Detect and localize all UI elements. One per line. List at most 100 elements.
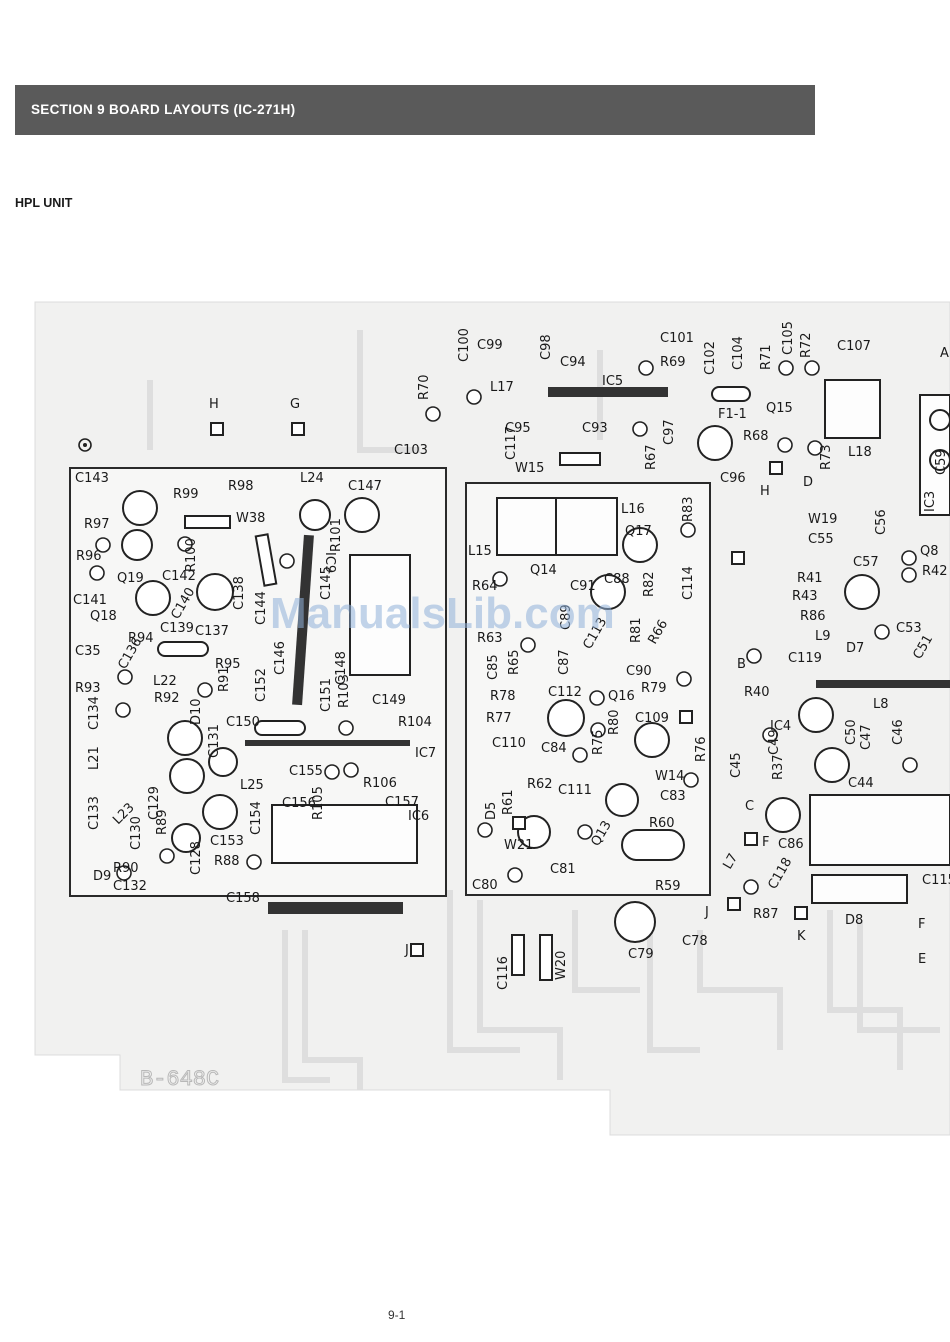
component-label: R92 — [154, 691, 180, 706]
component-label: C141 — [73, 593, 107, 608]
component-label: R88 — [214, 854, 240, 869]
watermark: ManualsLib.com — [270, 589, 615, 638]
section-header-bar: SECTION 9 BOARD LAYOUTS (IC-271H) — [15, 85, 815, 135]
component-label: C46 — [891, 719, 906, 745]
component-label: C90 — [626, 664, 652, 679]
component-label: L7 — [720, 851, 741, 872]
component-label: C152 — [254, 668, 269, 702]
component-label: C35 — [75, 644, 101, 659]
component-label: C150 — [226, 715, 260, 730]
component-label: R97 — [84, 517, 110, 532]
component-label: R98 — [228, 479, 254, 494]
component-label: R90 — [113, 861, 139, 876]
component-label: R42 — [922, 564, 948, 579]
component-label: C110 — [492, 736, 526, 751]
component-label: C79 — [628, 947, 654, 962]
component-label: C111 — [558, 783, 592, 798]
component-label: R70 — [417, 374, 432, 400]
component-label: C45 — [729, 752, 744, 778]
component-label: IC4 — [770, 719, 791, 734]
component-label: R86 — [800, 609, 826, 624]
component-label: C105 — [781, 321, 796, 355]
component-label: R91 — [217, 666, 232, 692]
component-label: C55 — [808, 532, 834, 547]
component-label: C151 — [319, 678, 334, 712]
component-label: R59 — [655, 879, 681, 894]
component-label: Q19 — [117, 571, 144, 586]
test-point-label: D — [803, 475, 813, 490]
component-label: L24 — [300, 471, 324, 486]
test-point-label: H — [760, 484, 770, 499]
component-label: C155 — [289, 764, 323, 779]
component-label: C117 — [504, 426, 519, 460]
test-point-label: H — [209, 397, 219, 412]
component-label: D10 — [189, 698, 204, 725]
test-point-markers — [210, 422, 808, 957]
component-label: C95 — [505, 421, 531, 436]
component-label: C44 — [848, 776, 874, 791]
component-label: R104 — [398, 715, 432, 730]
component-label: R73 — [819, 444, 834, 470]
component-label: Q18 — [90, 609, 117, 624]
component-label: C56 — [874, 509, 889, 535]
component-label: C146 — [273, 641, 288, 675]
component-label: R103 — [337, 674, 352, 708]
component-label: C137 — [195, 624, 229, 639]
component-label: C134 — [87, 696, 102, 730]
component-label: W38 — [236, 511, 265, 526]
component-label: C99 — [477, 338, 503, 353]
component-label: R76 — [694, 736, 709, 762]
component-label: C81 — [550, 862, 576, 877]
component-label: C96 — [720, 471, 746, 486]
component-label: C104 — [731, 336, 746, 370]
component-label: C98 — [539, 334, 554, 360]
component-label: C132 — [113, 879, 147, 894]
component-label: R64 — [472, 579, 498, 594]
component-label: C157 — [385, 795, 419, 810]
component-label: C85 — [486, 654, 501, 680]
resistors — [157, 386, 751, 981]
component-label: R40 — [744, 685, 770, 700]
component-label: C153 — [210, 834, 244, 849]
test-point-label: A — [940, 346, 949, 361]
test-point-label: C — [745, 799, 754, 814]
component-label: C147 — [348, 479, 382, 494]
solder-pads — [89, 360, 918, 895]
component-label: C143 — [75, 471, 109, 486]
component-label: C49 — [767, 729, 782, 755]
test-point-label: J — [404, 943, 409, 958]
component-label: C53 — [896, 621, 922, 636]
component-label: C59 — [934, 449, 949, 475]
component-label: D8 — [845, 913, 863, 928]
component-label: L18 — [848, 445, 872, 460]
component-label: C158 — [226, 891, 260, 906]
component-label: C80 — [472, 878, 498, 893]
component-label: Q15 — [766, 401, 793, 416]
component-label: W15 — [515, 461, 544, 476]
component-label: L22 — [153, 674, 177, 689]
component-label: C83 — [660, 789, 686, 804]
component-label: C129 — [147, 786, 162, 820]
component-label: C138 — [232, 576, 247, 610]
component-label: C84 — [541, 741, 567, 756]
component-label: IC3 — [923, 491, 938, 512]
component-label: R67 — [644, 444, 659, 470]
component-label: R82 — [642, 571, 657, 597]
component-label: Q8 — [920, 544, 939, 559]
component-label: R105 — [311, 786, 326, 820]
component-label: Q14 — [530, 563, 557, 578]
component-label: R89 — [155, 809, 170, 835]
component-label: R63 — [477, 631, 503, 646]
test-point-label: B — [737, 657, 746, 672]
component-label: R65 — [507, 649, 522, 675]
component-label: C149 — [372, 693, 406, 708]
component-label: L15 — [468, 544, 492, 559]
component-label: C128 — [189, 841, 204, 875]
component-label: C101 — [660, 331, 694, 346]
component-label: R77 — [486, 711, 512, 726]
component-label: C144 — [254, 591, 269, 625]
component-label: R79 — [641, 681, 667, 696]
component-label: R71 — [759, 344, 774, 370]
component-label: C145 — [319, 566, 334, 600]
component-label: R37 — [771, 754, 786, 780]
